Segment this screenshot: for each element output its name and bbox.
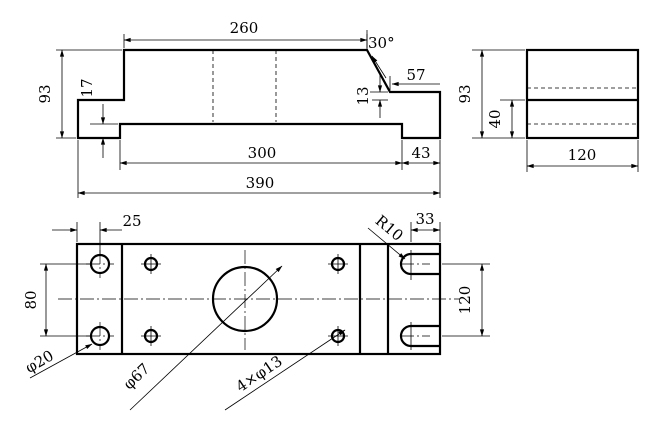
dim-step-length: 57 [406, 66, 425, 84]
dim-slot-radius: R10 [372, 212, 407, 245]
dim-line-angle [371, 55, 387, 79]
front-view-outline [76, 48, 442, 140]
small-hole [328, 254, 348, 274]
side-view: 93 40 120 [456, 48, 640, 172]
leader-phi67 [129, 265, 283, 411]
dim-slot-depth: 17 [78, 78, 96, 97]
dim-width: 120 [456, 286, 474, 315]
side-dim-height: 93 [456, 84, 474, 103]
leader-r10 [367, 227, 406, 260]
front-view: 260 30° 93 17 13 57 300 43 390 [36, 19, 442, 198]
dim-total-length: 390 [246, 174, 275, 192]
dim-step-height: 13 [354, 86, 372, 105]
center-hole [211, 265, 279, 333]
dim-overall-top-length: 260 [230, 19, 259, 37]
dim-edge-offset: 25 [122, 212, 141, 230]
top-view: 25 33 R10 80 120 φ20 φ67 4×φ13 [22, 210, 490, 411]
side-dim-lower-height: 40 [486, 109, 504, 128]
leader-phi20 [29, 343, 93, 379]
dim-chamfer-angle: 30° [368, 34, 395, 52]
dim-base-slot-length: 300 [248, 144, 277, 162]
side-view-outline [525, 48, 640, 140]
side-dim-width: 120 [568, 146, 597, 164]
dim-base-foot-length: 43 [411, 144, 430, 162]
leader-phi13 [224, 329, 346, 411]
dim-corner-hole-dia: φ20 [22, 346, 57, 376]
dim-overall-height: 93 [36, 84, 54, 103]
dim-small-holes: 4×φ13 [233, 352, 286, 396]
dim-center-hole-dia: φ67 [120, 360, 154, 394]
dim-slot-length: 33 [415, 210, 434, 228]
small-hole [141, 326, 161, 346]
small-hole [141, 254, 161, 274]
dim-hole-spacing: 80 [22, 290, 40, 309]
small-hole [328, 326, 348, 346]
